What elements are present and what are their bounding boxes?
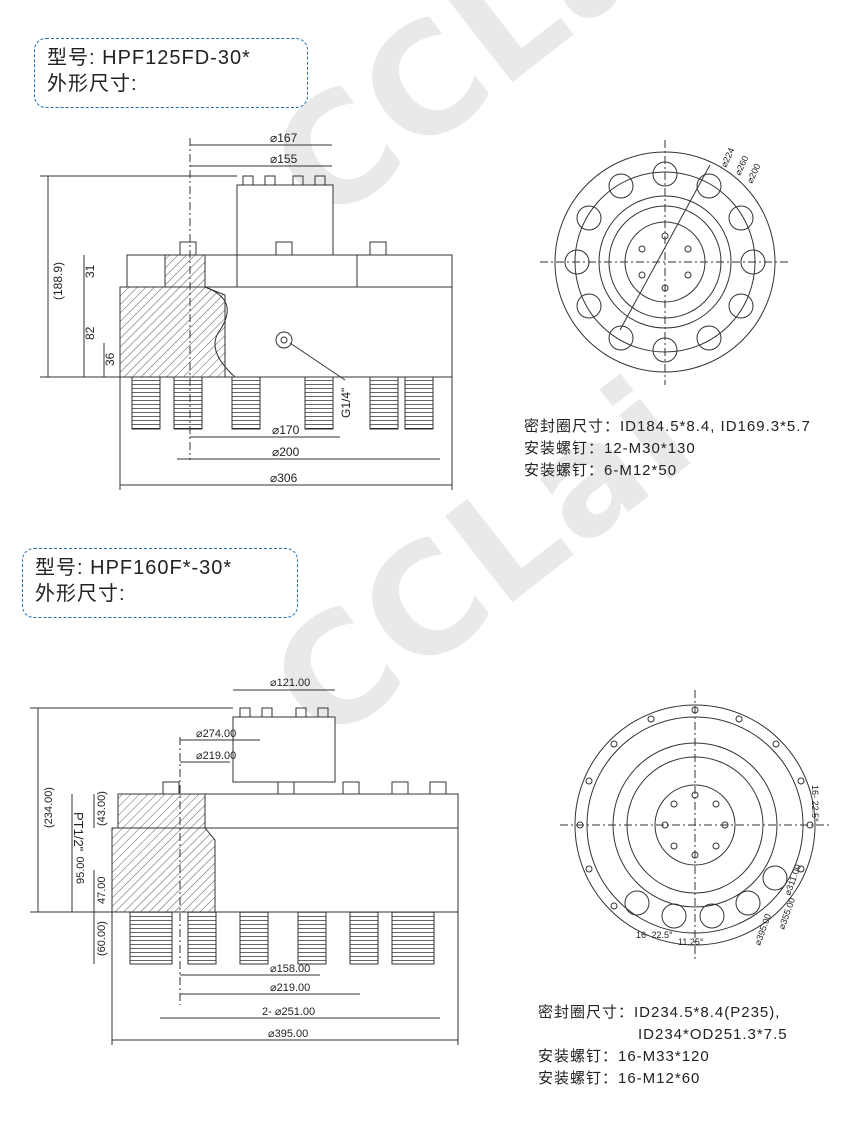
- dim-d251: 2- ⌀251.00: [262, 1006, 315, 1018]
- model-number: HPF125FD-30*: [102, 47, 251, 69]
- spec-line: 安装螺钉：16-M12*60: [538, 1070, 701, 1087]
- dimension-title: 外形尺寸:: [35, 583, 126, 605]
- model-label: 型号:: [35, 557, 84, 579]
- dim-d155: ⌀155: [270, 152, 298, 166]
- spec-line: ID234*OD251.3*7.5: [638, 1026, 788, 1043]
- top-view-1: [540, 140, 790, 385]
- dim-d219-top: ⌀219.00: [196, 750, 236, 762]
- dim-d395: ⌀395.00: [268, 1028, 308, 1040]
- angle-a2: 11.25°: [678, 937, 704, 947]
- dim-h60: (60.00): [96, 921, 108, 956]
- spec-line: 密封圈尺寸：ID184.5*8.4, ID169.3*5.7: [524, 418, 811, 435]
- side-view-1-labels: ⌀167 ⌀155 (188.9) 31 82 36 G1/4" ⌀170 ⌀2…: [51, 131, 353, 485]
- spec-line: 密封圈尺寸：ID234.5*8.4(P235),: [538, 1004, 781, 1021]
- dim-h234: (234.00): [43, 787, 55, 828]
- dimension-title: 外形尺寸:: [47, 73, 138, 95]
- dim-d274: ⌀274.00: [196, 728, 236, 740]
- model-label: 型号:: [47, 47, 96, 69]
- spec-block-2: 密封圈尺寸：ID234.5*8.4(P235), ID234*OD251.3*7…: [538, 1002, 788, 1090]
- dim-h47: 47.00: [96, 876, 108, 904]
- spec-line: 安装螺钉：6-M12*50: [524, 462, 678, 479]
- top-view-2: [560, 690, 830, 960]
- dim-h43: (43.00): [96, 791, 108, 826]
- top-view-1-labels: ⌀224 ⌀260 ⌀200: [719, 146, 763, 185]
- side-view-1: [40, 138, 453, 490]
- model-number: HPF160F*-30*: [90, 557, 233, 579]
- dim-d224: ⌀224: [719, 146, 737, 169]
- side-view-2: [30, 689, 459, 1045]
- spec-line: 安装螺钉：16-M33*120: [538, 1048, 710, 1065]
- spec-line: 安装螺钉：12-M30*130: [524, 440, 696, 457]
- dim-d311: ⌀311.00: [782, 863, 802, 897]
- angle-a1: 16- 22.5°: [810, 785, 820, 822]
- dim-d200: ⌀200: [272, 445, 300, 459]
- dim-h36: 36: [103, 352, 117, 366]
- side-view-2-labels: ⌀121.00 ⌀274.00 ⌀219.00 (234.00) (43.00)…: [43, 677, 315, 1040]
- dim-d121: ⌀121.00: [270, 677, 310, 689]
- dim-d200: ⌀200: [745, 162, 763, 185]
- dim-d219-bottom: ⌀219.00: [270, 982, 310, 994]
- model-info-box-2: 型号: HPF160F*-30* 外形尺寸:: [22, 548, 298, 618]
- dim-h82: 82: [83, 326, 97, 340]
- angle-a3: 16- 22.5°: [636, 930, 673, 940]
- dim-d167: ⌀167: [270, 131, 298, 145]
- port-label: G1/4": [339, 388, 353, 418]
- dim-h188-9: (188.9): [51, 262, 65, 300]
- dim-h31: 31: [83, 264, 97, 278]
- dim-d355: ⌀355.00: [776, 896, 797, 930]
- model-info-box-1: 型号: HPF125FD-30* 外形尺寸:: [34, 38, 308, 108]
- spec-block-1: 密封圈尺寸：ID184.5*8.4, ID169.3*5.7 安装螺钉：12-M…: [524, 416, 811, 482]
- dim-h95: 95.00: [75, 856, 87, 884]
- dim-d158: ⌀158.00: [270, 963, 310, 975]
- dim-d170: ⌀170: [272, 423, 300, 437]
- dim-d395: ⌀395.00: [752, 912, 773, 946]
- dim-d306: ⌀306: [270, 471, 298, 485]
- port-label: PT1/2": [71, 812, 86, 852]
